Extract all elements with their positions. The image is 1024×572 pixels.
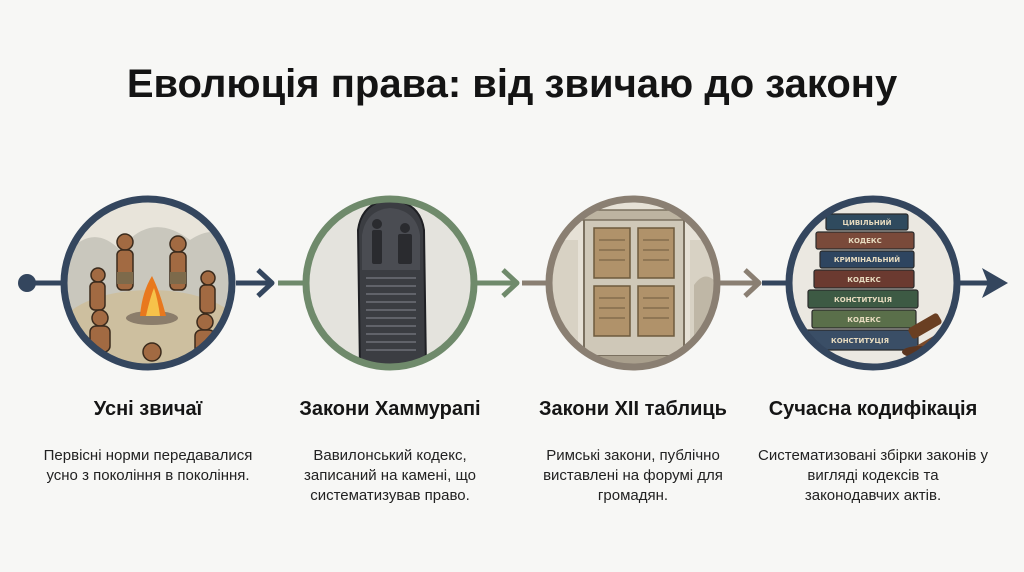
arrow-icon (501, 268, 520, 298)
book-label: КРИМІНАЛЬНИЙ (834, 255, 900, 264)
stage-4-title: Сучасна кодифікація (768, 398, 978, 420)
book-label: КОДЕКС (847, 316, 881, 324)
book-2 (815, 231, 915, 250)
book-label: КОДЕКС (847, 276, 881, 284)
law-books-stack (801, 213, 919, 351)
arrow-icon (982, 268, 1008, 298)
stage-3-illustration (545, 195, 721, 371)
book-label: КОДЕКС (848, 237, 882, 245)
book-label: КОНСТИТУЦІЯ (831, 337, 889, 345)
timeline-connectors (18, 268, 1008, 298)
book-label: КОНСТИТУЦІЯ (834, 296, 892, 304)
stage-2-description: Вавилонський кодекс, записаний на камені… (304, 447, 476, 504)
stage-2-title: Закони Хаммурапі (299, 398, 481, 420)
book-3 (819, 250, 915, 269)
stage-1-illustration (60, 195, 236, 371)
stage-4-description: Систематизовані збірки законів у вигляді… (758, 447, 988, 504)
book-4 (813, 269, 915, 289)
arrow-icon (256, 268, 275, 298)
stage-1-title: Усні звичаї (93, 398, 203, 420)
stage-3-description: Римські закони, публічно виставлені на ф… (543, 447, 723, 504)
arrow-icon (743, 268, 762, 298)
book-5 (807, 289, 919, 309)
book-1 (825, 213, 909, 231)
book-label: ЦИВІЛЬНИЙ (842, 218, 891, 227)
stage-2-illustration (302, 195, 478, 371)
book-6 (811, 309, 917, 329)
timeline: ЦИВІЛЬНИЙ КОДЕКС КРИМІНАЛЬНИЙ КОДЕКС КОН… (18, 195, 1008, 371)
page-title: Еволюція права: від звичаю до закону (126, 62, 898, 106)
stage-4-illustration: ЦИВІЛЬНИЙ КОДЕКС КРИМІНАЛЬНИЙ КОДЕКС КОН… (785, 195, 961, 371)
stage-3-title: Закони XII таблиць (539, 398, 727, 420)
stage-1-description: Первісні норми передавалися усно з покол… (43, 447, 253, 484)
